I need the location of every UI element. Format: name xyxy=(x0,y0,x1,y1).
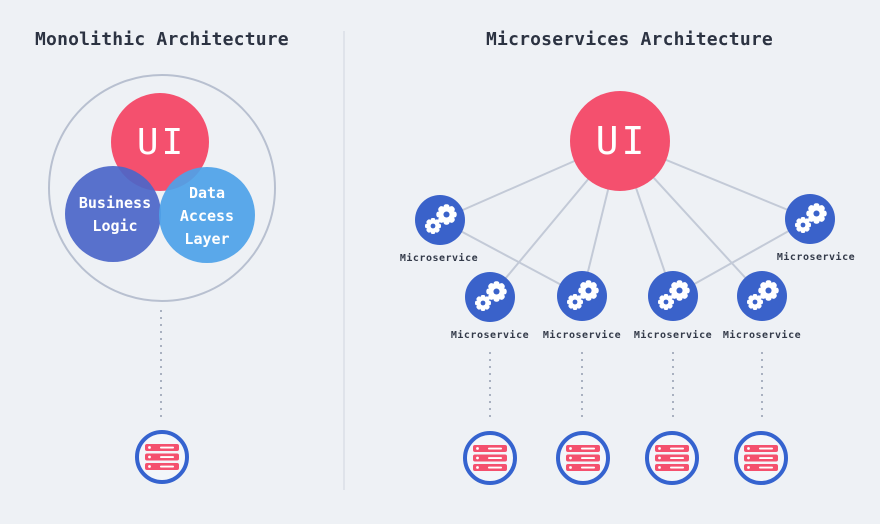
database-node xyxy=(556,431,610,485)
monolith-ui-label: UI xyxy=(136,121,187,163)
gears-icon xyxy=(475,281,507,311)
microservice-node-5 xyxy=(648,271,698,321)
microservice-label-2: Microservice xyxy=(776,252,856,263)
microservice-db-connector-3 xyxy=(672,352,674,420)
monolith-db-connector xyxy=(160,310,162,422)
data-access-label: Data Access Layer xyxy=(179,184,235,248)
server-stack-icon xyxy=(473,445,507,471)
microservice-node-6 xyxy=(737,271,787,321)
line-microservice-2-to-microservice-5 xyxy=(672,218,811,297)
business-logic-label: Business Logic xyxy=(78,194,152,235)
microservice-node-4 xyxy=(557,271,607,321)
database-node xyxy=(734,431,788,485)
microservice-node-3 xyxy=(465,272,515,322)
microservice-label-6: Microservice xyxy=(722,330,802,341)
database-node xyxy=(645,431,699,485)
server-stack-icon xyxy=(145,444,179,470)
microservice-label-5: Microservice xyxy=(633,330,713,341)
server-stack-icon xyxy=(744,445,778,471)
microservice-node-2 xyxy=(785,194,835,244)
business-logic-circle xyxy=(65,166,161,262)
gears-icon xyxy=(658,280,690,310)
microservice-db-connector-2 xyxy=(581,352,583,420)
panel-divider xyxy=(343,31,345,490)
microservices-ui-circle: UI xyxy=(570,91,670,191)
microservice-label-1: Microservice xyxy=(399,253,479,264)
server-stack-icon xyxy=(655,445,689,471)
database-node xyxy=(135,430,189,484)
gears-icon xyxy=(795,203,827,233)
gears-icon xyxy=(425,204,457,234)
data-access-circle xyxy=(159,167,255,263)
microservice-label-3: Microservice xyxy=(450,330,530,341)
gears-icon xyxy=(567,280,599,310)
monolithic-title: Monolithic Architecture xyxy=(35,29,289,50)
microservices-ui-label: UI xyxy=(595,119,648,163)
microservice-label-4: Microservice xyxy=(542,330,622,341)
server-stack-icon xyxy=(566,445,600,471)
microservice-db-connector-1 xyxy=(489,352,491,420)
microservice-node-1 xyxy=(415,195,465,245)
microservices-title: Microservices Architecture xyxy=(486,29,773,50)
gears-icon xyxy=(747,280,779,310)
microservice-db-connector-4 xyxy=(761,352,763,420)
monolith-boundary-circle xyxy=(48,74,276,302)
database-node xyxy=(463,431,517,485)
line-microservice-1-to-microservice-4 xyxy=(439,219,583,297)
